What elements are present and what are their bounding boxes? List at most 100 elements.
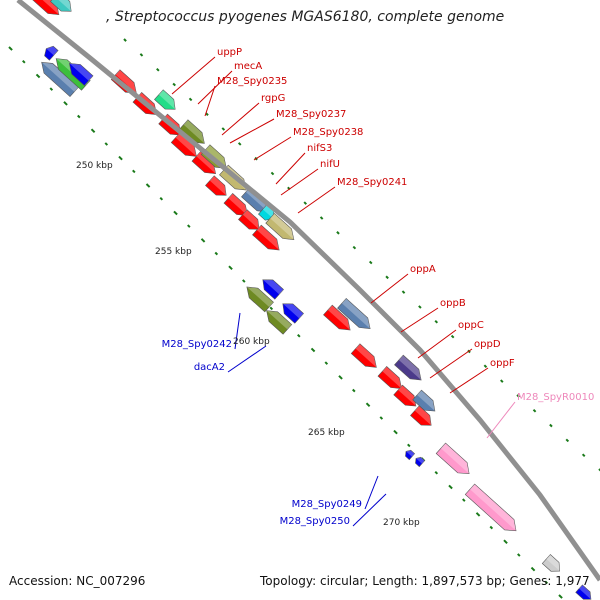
reverse-gene-arrow bbox=[68, 62, 94, 86]
reverse-gene-arrow bbox=[405, 449, 416, 461]
gene-arrow-shine bbox=[54, 0, 72, 12]
gene-arrow-body bbox=[541, 554, 561, 572]
scale-tick bbox=[172, 82, 176, 87]
scale-tick bbox=[544, 580, 549, 585]
scale-tick bbox=[35, 73, 41, 79]
scale-tick bbox=[500, 379, 504, 383]
gene-label: oppB bbox=[440, 298, 466, 309]
gene-arrow-body bbox=[238, 209, 260, 230]
scale-tick bbox=[407, 443, 411, 448]
gene-label: M28_Spy0242 bbox=[162, 339, 232, 350]
scale-tick bbox=[393, 429, 398, 435]
scale-label: 265 kbp bbox=[308, 428, 345, 438]
gene-arrow-shine bbox=[196, 151, 216, 174]
scale-tick bbox=[237, 142, 242, 146]
scale-label: 270 kbp bbox=[383, 518, 420, 528]
gene-arrow-shine bbox=[579, 585, 591, 600]
scale-tick bbox=[558, 594, 563, 599]
gene-arrow-body bbox=[393, 384, 417, 407]
scale-tick bbox=[489, 525, 494, 530]
scale-label: 250 kbp bbox=[76, 161, 113, 171]
label-leader-line bbox=[370, 273, 409, 304]
gene-arrow-shine bbox=[262, 279, 284, 295]
gene-arrow-shine bbox=[382, 366, 402, 389]
gene-label: M28_SpyR0010 bbox=[517, 392, 594, 403]
scale-tick bbox=[139, 53, 144, 57]
gene-arrow-shine bbox=[414, 406, 432, 426]
gene-arrow-body bbox=[205, 175, 227, 196]
rna-gene-arrow bbox=[464, 483, 517, 532]
gene-arrow-body bbox=[246, 286, 274, 313]
gene-arrow-body bbox=[405, 449, 416, 461]
forward-gene-arrow bbox=[394, 354, 422, 381]
gene-arrow-body bbox=[252, 224, 280, 251]
forward-gene-arrow bbox=[377, 366, 403, 390]
reverse-gene-arrow bbox=[415, 456, 426, 468]
label-leader-line bbox=[171, 56, 216, 95]
scale-tick bbox=[297, 333, 301, 338]
label-leader-line bbox=[221, 102, 260, 136]
gene-arrow-body bbox=[262, 279, 284, 300]
gene-arrow-shine bbox=[469, 484, 517, 531]
reverse-gene-arrow bbox=[41, 61, 80, 97]
forward-gene-arrow bbox=[393, 384, 417, 407]
gene-arrow-body bbox=[50, 0, 72, 12]
scale-tick bbox=[434, 470, 439, 475]
scale-tick bbox=[187, 224, 191, 228]
scale-tick bbox=[581, 453, 586, 457]
scale-tick bbox=[22, 59, 26, 64]
gene-arrow-shine bbox=[115, 70, 137, 94]
forward-gene-arrow bbox=[154, 89, 176, 110]
scale-tick bbox=[530, 566, 536, 572]
scale-tick bbox=[483, 364, 488, 369]
forward-gene-arrow bbox=[337, 298, 371, 330]
label-leader-line bbox=[364, 475, 379, 510]
gene-arrow-shine bbox=[398, 355, 422, 381]
gene-label: mecA bbox=[234, 61, 262, 72]
gene-label: nifU bbox=[320, 159, 340, 170]
scale-tick bbox=[214, 251, 219, 256]
gene-arrow-body bbox=[265, 213, 295, 241]
label-leader-line bbox=[234, 312, 241, 350]
scale-label: 255 kbp bbox=[155, 247, 192, 257]
gene-arrow-shine bbox=[266, 310, 292, 330]
forward-gene-arrow bbox=[323, 304, 351, 331]
scale-tick bbox=[49, 87, 54, 91]
forward-gene-arrow bbox=[575, 584, 592, 600]
scale-tick bbox=[123, 38, 127, 42]
gene-arrow-shine bbox=[355, 344, 377, 368]
gene-label: M28_Spy0238 bbox=[293, 127, 363, 138]
gene-arrow-body bbox=[464, 483, 517, 532]
gene-arrow-shine bbox=[327, 305, 351, 331]
gene-arrow bbox=[541, 554, 561, 572]
scale-tick bbox=[228, 265, 233, 271]
genome-title: , Streptococcus pyogenes MGAS6180, compl… bbox=[106, 9, 505, 25]
gene-arrow-body bbox=[266, 310, 293, 335]
scale-tick bbox=[352, 388, 356, 393]
gene-label: M28_Spy0249 bbox=[292, 499, 362, 510]
gene-arrow-shine bbox=[175, 133, 197, 157]
scale-tick bbox=[338, 375, 343, 380]
gene-arrow-body bbox=[350, 343, 377, 368]
scale-tick bbox=[450, 334, 455, 339]
scale-tick bbox=[270, 171, 275, 176]
forward-gene-arrow bbox=[350, 343, 377, 368]
reverse-gene-arrow bbox=[266, 310, 293, 335]
gene-label: oppA bbox=[410, 264, 436, 275]
gene-label: dacA2 bbox=[194, 362, 225, 373]
gene-arrow-shine bbox=[406, 450, 415, 457]
label-leader-line bbox=[352, 493, 387, 527]
scale-tick bbox=[104, 142, 109, 146]
gene-label: oppF bbox=[490, 358, 515, 369]
gene-arrow-shine bbox=[46, 46, 58, 56]
scale-tick bbox=[598, 468, 600, 472]
reverse-gene-arrow bbox=[246, 286, 274, 313]
gene-arrow-shine bbox=[158, 90, 176, 110]
gene-arrow-shine bbox=[256, 225, 280, 251]
gene-label: uppP bbox=[217, 47, 242, 58]
gene-arrow-shine bbox=[183, 120, 205, 144]
scale-tick bbox=[532, 408, 537, 413]
scale-tick bbox=[173, 210, 178, 216]
scale-tick bbox=[303, 201, 307, 205]
